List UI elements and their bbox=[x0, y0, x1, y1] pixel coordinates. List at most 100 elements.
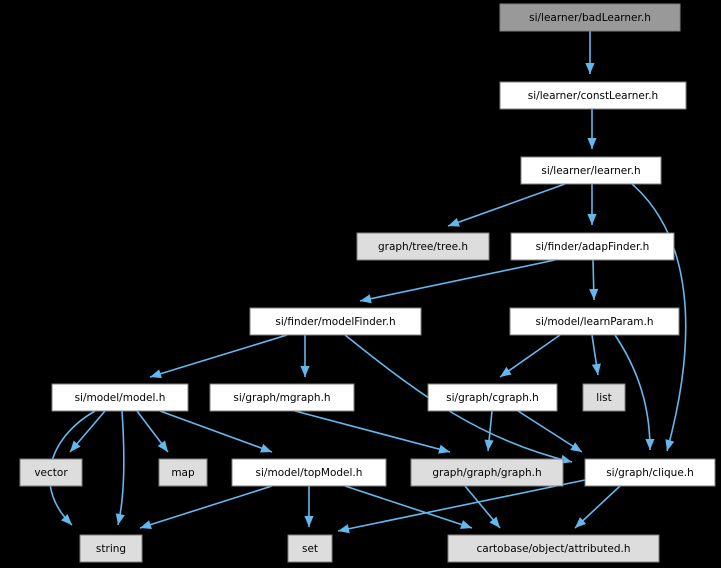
edge-adapFinder-to-modelFinder bbox=[359, 259, 556, 304]
edge-arrowhead bbox=[589, 288, 599, 300]
node-box bbox=[427, 383, 558, 412]
node-adapFinder[interactable]: si/finder/adapFinder.h bbox=[510, 232, 675, 261]
edge-arrowhead bbox=[438, 444, 450, 454]
node-badLearner[interactable]: si/learner/badLearner.h bbox=[499, 3, 681, 32]
edge-learnParam-to-cgraph bbox=[499, 334, 561, 378]
node-mgraph[interactable]: si/graph/mgraph.h bbox=[209, 383, 355, 412]
edge-arrowhead bbox=[304, 516, 314, 527]
node-box bbox=[510, 232, 675, 261]
node-label: vector bbox=[34, 467, 68, 479]
node-label: si/learner/constLearner.h bbox=[528, 90, 658, 102]
edge-arrowhead bbox=[140, 520, 152, 530]
node-box bbox=[447, 534, 660, 563]
node-label: string bbox=[96, 543, 126, 555]
node-box bbox=[231, 458, 387, 487]
edge-clique-to-set bbox=[337, 479, 586, 534]
edge-cgraph-to-clique bbox=[517, 410, 583, 453]
node-model[interactable]: si/model/model.h bbox=[51, 383, 189, 412]
node-box bbox=[158, 458, 208, 487]
node-cgraph[interactable]: si/graph/cgraph.h bbox=[427, 383, 558, 412]
node-learner[interactable]: si/learner/learner.h bbox=[520, 156, 662, 185]
node-label: cartobase/object/attributed.h bbox=[477, 543, 631, 555]
node-label: si/graph/mgraph.h bbox=[233, 392, 330, 404]
node-constLearner[interactable]: si/learner/constLearner.h bbox=[499, 81, 687, 110]
edge-model-to-vector bbox=[69, 410, 106, 453]
node-label: list bbox=[596, 392, 611, 404]
node-graphgraph[interactable]: graph/graph/graph.h bbox=[410, 458, 564, 487]
edge-arrowhead bbox=[575, 517, 587, 528]
edge-arrowhead bbox=[585, 63, 595, 74]
edge-constLearner-to-learner bbox=[587, 109, 597, 149]
node-list[interactable]: list bbox=[582, 383, 626, 412]
edge-graphgraph-to-attributed bbox=[464, 485, 501, 529]
node-label: map bbox=[171, 467, 195, 479]
edge-arrowhead bbox=[338, 524, 350, 534]
edge-arrowhead bbox=[460, 520, 472, 529]
node-box bbox=[410, 458, 564, 487]
edge-topModel-to-string bbox=[139, 485, 273, 530]
edge-arrowhead bbox=[360, 294, 372, 304]
node-topModel[interactable]: si/model/topModel.h bbox=[231, 458, 387, 487]
edge-arrowhead bbox=[448, 217, 460, 227]
edge-learner-to-clique bbox=[631, 183, 687, 452]
node-label: si/learner/badLearner.h bbox=[529, 12, 651, 24]
node-map[interactable]: map bbox=[158, 458, 208, 487]
node-box bbox=[287, 534, 333, 563]
node-label: si/finder/modelFinder.h bbox=[275, 316, 395, 328]
node-learnParam[interactable]: si/model/learnParam.h bbox=[509, 307, 680, 336]
edge-model-to-string bbox=[115, 410, 125, 526]
edge-adapFinder-to-learnParam bbox=[589, 259, 599, 301]
edges-layer bbox=[48, 31, 687, 534]
edge-learnParam-to-list bbox=[591, 334, 601, 376]
node-label: set bbox=[302, 543, 318, 555]
edge-arrowhead bbox=[570, 442, 582, 452]
edge-model-to-map bbox=[136, 410, 169, 453]
node-set[interactable]: set bbox=[287, 534, 333, 563]
node-label: si/model/model.h bbox=[75, 392, 166, 404]
node-label: si/model/topModel.h bbox=[256, 467, 363, 479]
node-clique[interactable]: si/graph/clique.h bbox=[584, 458, 716, 487]
edge-clique-to-attributed bbox=[574, 485, 621, 529]
node-label: si/learner/learner.h bbox=[541, 165, 640, 177]
edge-topModel-to-set bbox=[304, 486, 314, 527]
edge-topModel-to-attributed bbox=[344, 485, 473, 529]
edge-arrowhead bbox=[150, 369, 162, 379]
edge-modelFinder-to-model bbox=[149, 334, 288, 379]
node-box bbox=[499, 3, 681, 32]
edge-arrowhead bbox=[665, 439, 675, 451]
edge-arrowhead bbox=[587, 214, 597, 225]
edge-arrowhead bbox=[489, 516, 500, 528]
node-string[interactable]: string bbox=[79, 534, 143, 563]
edge-learner-to-tree bbox=[447, 183, 566, 227]
node-box bbox=[509, 307, 680, 336]
node-box bbox=[520, 156, 662, 185]
node-label: graph/graph/graph.h bbox=[432, 467, 541, 479]
edge-arrowhead bbox=[587, 138, 597, 149]
node-box bbox=[209, 383, 355, 412]
edge-arrowhead bbox=[500, 366, 512, 377]
edge-arrowhead bbox=[591, 363, 601, 375]
node-box bbox=[19, 458, 83, 487]
node-box bbox=[249, 307, 422, 336]
edge-learnParam-to-clique bbox=[614, 334, 655, 451]
node-label: si/graph/clique.h bbox=[606, 467, 694, 479]
node-box bbox=[582, 383, 626, 412]
node-box bbox=[499, 81, 687, 110]
node-label: si/finder/adapFinder.h bbox=[536, 241, 650, 253]
nodes-layer: si/learner/badLearner.h si/learner/constL… bbox=[19, 3, 716, 563]
node-attributed[interactable]: cartobase/object/attributed.h bbox=[447, 534, 660, 563]
node-label: si/model/learnParam.h bbox=[535, 316, 653, 328]
edge-arrowhead bbox=[115, 513, 125, 525]
node-modelFinder[interactable]: si/finder/modelFinder.h bbox=[249, 307, 422, 336]
edge-mgraph-to-graphgraph bbox=[294, 410, 451, 454]
edge-badLearner-to-constLearner bbox=[585, 31, 595, 74]
node-vector[interactable]: vector bbox=[19, 458, 83, 487]
node-tree[interactable]: graph/tree/tree.h bbox=[356, 232, 490, 261]
edge-arrowhead bbox=[645, 438, 655, 450]
node-label: si/graph/cgraph.h bbox=[446, 392, 539, 404]
edge-learner-to-adapFinder bbox=[587, 184, 597, 225]
node-box bbox=[584, 458, 716, 487]
edge-arrowhead bbox=[157, 440, 168, 452]
